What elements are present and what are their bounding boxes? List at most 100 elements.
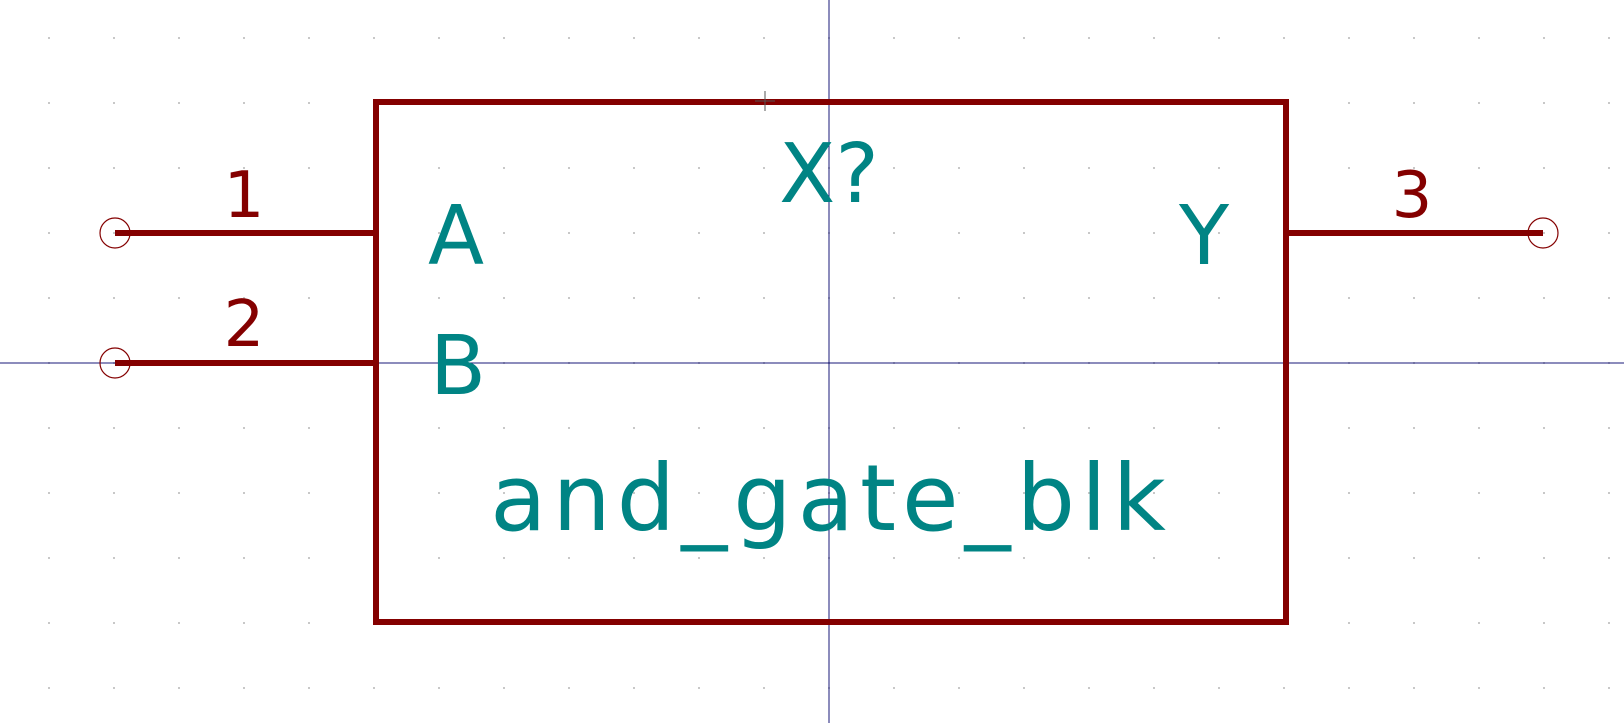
grid-dot — [1543, 167, 1545, 169]
grid-dot — [1348, 427, 1350, 429]
grid-dot — [1153, 297, 1155, 299]
grid-dot — [1088, 687, 1090, 689]
grid-dot — [763, 297, 765, 299]
grid-dot — [48, 37, 50, 39]
grid-dot — [243, 37, 245, 39]
pin-1[interactable]: 1 A — [99, 159, 484, 284]
grid-dot — [503, 687, 505, 689]
grid-dot — [893, 557, 895, 559]
grid-dot — [1478, 167, 1480, 169]
grid-dot — [1023, 687, 1025, 689]
grid-dot — [503, 492, 505, 494]
pin-2[interactable]: 2 B — [99, 288, 486, 414]
grid-dot — [1413, 37, 1415, 39]
grid-dot — [1543, 492, 1545, 494]
grid-dot — [1153, 167, 1155, 169]
reference-designator[interactable]: X? — [779, 127, 879, 222]
grid-dot — [1413, 427, 1415, 429]
grid-dot — [1608, 37, 1610, 39]
pin-1-connection-point[interactable] — [99, 217, 131, 249]
grid-dot — [1608, 492, 1610, 494]
grid-dot — [1478, 622, 1480, 624]
grid-dot — [1413, 557, 1415, 559]
grid-dot — [113, 492, 115, 494]
pin-3-name: Y — [1178, 189, 1230, 284]
grid-dot — [48, 232, 50, 234]
grid-dot — [503, 427, 505, 429]
grid-dot — [503, 557, 505, 559]
grid-dot — [113, 687, 115, 689]
grid-dot — [1348, 622, 1350, 624]
grid-dot — [438, 297, 440, 299]
grid-dot — [633, 427, 635, 429]
grid-dot — [113, 102, 115, 104]
grid-dot — [1478, 297, 1480, 299]
grid-dot — [1023, 37, 1025, 39]
grid-dot — [373, 37, 375, 39]
grid-dot — [1608, 167, 1610, 169]
grid-dot — [1218, 232, 1220, 234]
grid-dot — [568, 687, 570, 689]
grid-dot — [308, 622, 310, 624]
pin-3-number: 3 — [1392, 159, 1433, 233]
grid-dot — [893, 232, 895, 234]
grid-dot — [763, 167, 765, 169]
grid-dot — [1543, 297, 1545, 299]
grid-dot — [763, 687, 765, 689]
grid-dot — [1608, 232, 1610, 234]
grid-dot — [1088, 232, 1090, 234]
grid-dot — [568, 427, 570, 429]
grid-dot — [1478, 557, 1480, 559]
pin-3[interactable]: 3 Y — [1178, 159, 1559, 284]
pin-2-connection-point[interactable] — [99, 347, 131, 379]
grid-dot — [633, 297, 635, 299]
grid-dot — [1413, 687, 1415, 689]
grid-dot — [1218, 687, 1220, 689]
grid-dot — [1153, 492, 1155, 494]
grid-dot — [633, 37, 635, 39]
grid-dot — [48, 492, 50, 494]
grid-dot — [568, 557, 570, 559]
pin-3-connection-point[interactable] — [1527, 217, 1559, 249]
grid-dot — [568, 232, 570, 234]
grid-dot — [1543, 427, 1545, 429]
grid-dot — [308, 297, 310, 299]
pin-2-name: B — [430, 319, 486, 414]
grid-dot — [568, 492, 570, 494]
grid-dot — [1218, 37, 1220, 39]
grid-dot — [958, 687, 960, 689]
grid-dot — [568, 167, 570, 169]
value-field[interactable]: and_gate_blk — [490, 445, 1172, 552]
grid-dot — [178, 102, 180, 104]
grid-dot — [308, 167, 310, 169]
grid-dot — [958, 427, 960, 429]
grid-dot — [698, 297, 700, 299]
grid-dot — [1543, 37, 1545, 39]
grid-dot — [48, 102, 50, 104]
grid-dot — [1088, 297, 1090, 299]
grid-dot — [438, 232, 440, 234]
grid-dot — [178, 297, 180, 299]
grid-dot — [633, 232, 635, 234]
grid-dot — [1023, 492, 1025, 494]
grid-dot — [698, 557, 700, 559]
grid-dot — [1478, 37, 1480, 39]
grid-dot — [178, 427, 180, 429]
grid-dot — [1543, 232, 1545, 234]
grid-dot — [1608, 687, 1610, 689]
grid-dot — [503, 167, 505, 169]
grid-dot — [1283, 687, 1285, 689]
grid-dot — [958, 37, 960, 39]
grid-dot — [763, 37, 765, 39]
grid-dot — [243, 687, 245, 689]
grid-dot — [958, 297, 960, 299]
grid-dot — [373, 687, 375, 689]
grid-dot — [1218, 167, 1220, 169]
grid-dot — [568, 297, 570, 299]
grid-dot — [178, 557, 180, 559]
cursor-cross-icon — [755, 91, 775, 111]
symbol-and-gate[interactable]: 1 A 2 B 3 Y X? and_gate_blk — [99, 99, 1559, 625]
grid-dot — [1348, 492, 1350, 494]
grid-dot — [1023, 232, 1025, 234]
